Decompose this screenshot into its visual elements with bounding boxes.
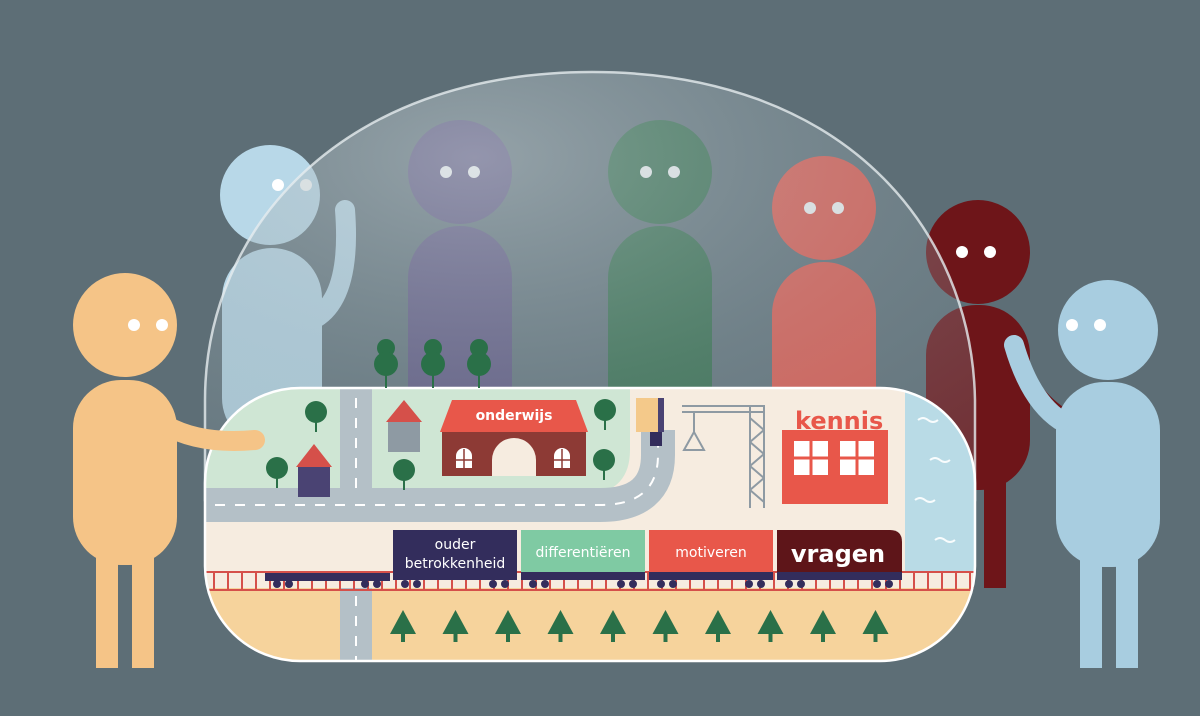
wheel (785, 580, 793, 588)
wheel (529, 580, 537, 588)
wheel (797, 580, 805, 588)
wagon-differentieren: differentiëren (521, 530, 645, 580)
wheel (401, 580, 409, 588)
wagon-label-line1: ouder (435, 537, 476, 553)
house-small-left (296, 444, 332, 497)
wheel (273, 580, 281, 588)
train-wheels (273, 580, 893, 588)
wheel (745, 580, 753, 588)
crane-icon (682, 405, 765, 508)
wheel (873, 580, 881, 588)
wheel (413, 580, 421, 588)
wheel (489, 580, 497, 588)
train: ouder betrokkenheid differentiëren motiv… (265, 530, 902, 588)
flatbed-wagon (265, 573, 390, 581)
wagon-label: motiveren (675, 545, 746, 561)
figure-sky-blue-waving (1004, 280, 1160, 668)
knowledge-building (782, 430, 888, 504)
wagon-vragen: vragen (777, 530, 902, 580)
house-small-center (386, 400, 422, 452)
wheel (757, 580, 765, 588)
wheel (285, 580, 293, 588)
wheel (885, 580, 893, 588)
wagon-label-line2: betrokkenheid (405, 556, 505, 572)
knowledge-label: kennis (795, 407, 883, 435)
wagon-ouder-betrokkenheid: ouder betrokkenheid (393, 530, 517, 580)
wheel (501, 580, 509, 588)
wagon-label: vragen (791, 540, 885, 568)
school-label: onderwijs (476, 408, 553, 424)
round-trees (266, 399, 616, 490)
school-building (440, 400, 588, 476)
traffic-light-icon (636, 398, 664, 446)
capsule-scene: onderwijs kennis (203, 339, 977, 663)
dome-trees (374, 339, 491, 388)
wagon-label: differentiëren (536, 545, 631, 561)
wheel (541, 580, 549, 588)
figure-peach-pointing (73, 273, 265, 668)
wheel (617, 580, 625, 588)
wheel (373, 580, 381, 588)
wheel (361, 580, 369, 588)
wheel (669, 580, 677, 588)
wheel (657, 580, 665, 588)
wagon-motiveren: motiveren (649, 530, 773, 580)
wheel (629, 580, 637, 588)
